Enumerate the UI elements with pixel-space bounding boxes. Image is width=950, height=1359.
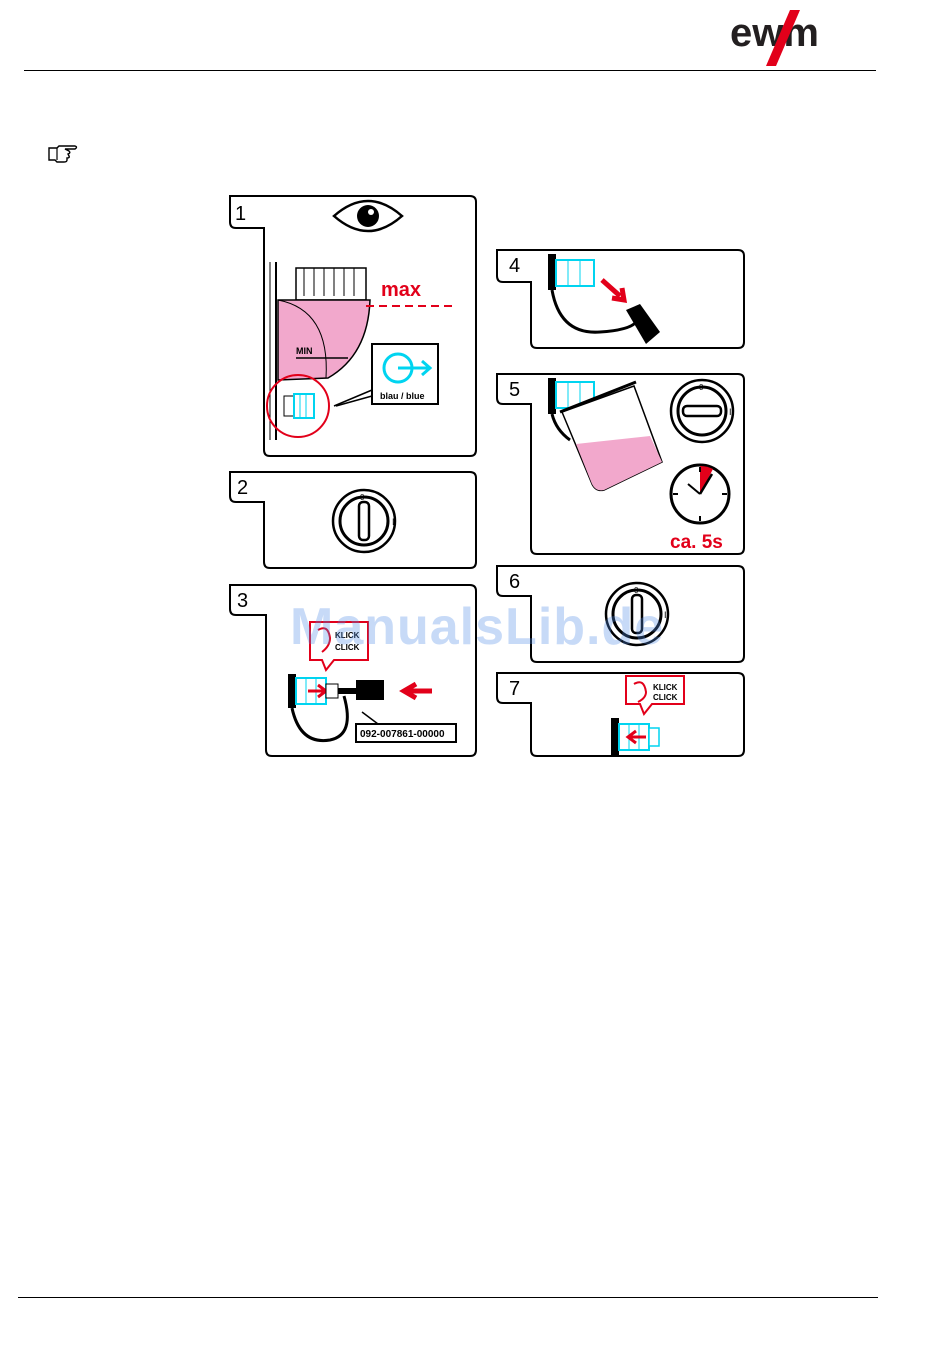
step-3-number: 3 xyxy=(237,590,248,612)
step-1-number: 1 xyxy=(235,203,246,225)
step-5-panel: 5 0 I ca. 5s xyxy=(497,374,744,554)
step-4-panel: 4 xyxy=(497,250,744,348)
step-4-number: 4 xyxy=(509,255,520,277)
watermark: ManualsLib.de xyxy=(290,597,664,657)
step-5-number: 5 xyxy=(509,379,520,401)
callout-label: blau / blue xyxy=(380,391,425,401)
switch-zero-label: 0 xyxy=(634,586,639,595)
switch-one-label: I xyxy=(392,517,395,527)
max-label: max xyxy=(381,279,421,301)
step-2-number: 2 xyxy=(237,477,248,499)
timer-icon xyxy=(671,465,729,523)
step-7-number: 7 xyxy=(509,678,520,700)
switch-one-label: I xyxy=(664,610,667,620)
reservoir-cap xyxy=(296,268,366,300)
step-2-panel: 2 0 I xyxy=(230,472,476,568)
switch-zero-label: 0 xyxy=(699,383,704,392)
switch-zero-label: 0 xyxy=(360,493,365,502)
switch-one-label: I xyxy=(729,407,732,417)
connector-icon xyxy=(294,394,314,418)
time-label: ca. 5s xyxy=(670,532,723,553)
klick-label: KLICK xyxy=(653,683,678,692)
part-number: 092-007861-00000 xyxy=(360,729,445,740)
connector-icon xyxy=(556,260,594,286)
click-label: CLICK xyxy=(653,693,678,702)
step-6-number: 6 xyxy=(509,571,520,593)
hose-plug xyxy=(356,680,384,700)
step-7-panel: 7 KLICK CLICK xyxy=(497,673,744,756)
min-label: MIN xyxy=(296,346,313,356)
footer-rule xyxy=(18,1297,878,1298)
step-1-panel: 1 MIN max blau / blue xyxy=(230,196,476,456)
